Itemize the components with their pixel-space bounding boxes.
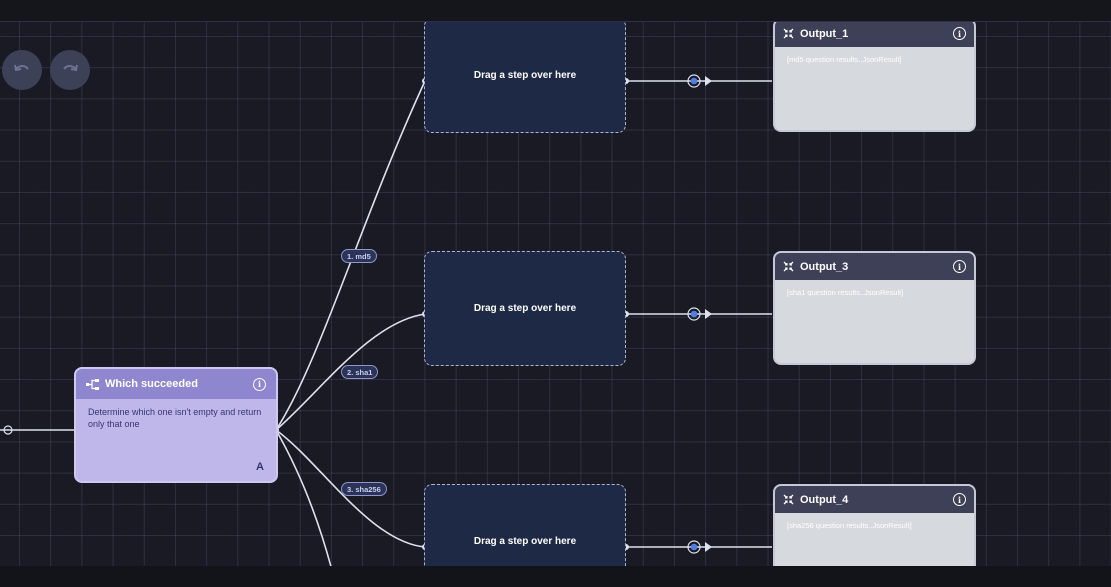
incoming-port-dot xyxy=(3,425,13,435)
output-node-title: Output_1 xyxy=(800,27,849,40)
output-node-value: [md5 question results..JsonResult] xyxy=(787,55,902,64)
branch-icon xyxy=(86,378,99,390)
output-node-header: Output_4 i xyxy=(775,486,974,513)
output-node-1[interactable]: Output_1 i [md5 question results..JsonRe… xyxy=(773,22,976,132)
workflow-canvas[interactable]: Which succeeded i Determine which one is… xyxy=(0,22,1111,566)
edge-label-sha1[interactable]: 2. sha1 xyxy=(341,365,379,379)
logic-node-header: Which succeeded i xyxy=(76,369,276,399)
output-edge-2 xyxy=(623,307,772,321)
output-edge-1 xyxy=(623,74,772,88)
edge-extra xyxy=(275,429,332,566)
edge-label-sha256[interactable]: 3. sha256 xyxy=(341,482,387,496)
output-node-title: Output_4 xyxy=(800,493,849,506)
redo-button[interactable] xyxy=(50,50,90,90)
collapse-arrows-icon xyxy=(783,28,794,39)
output-node-title: Output_3 xyxy=(800,260,849,273)
undo-icon xyxy=(14,64,29,72)
logic-node-description: Determine which one isn't empty and retu… xyxy=(88,407,262,429)
info-icon[interactable]: i xyxy=(953,27,966,40)
dropzone-3[interactable]: Drag a step over here xyxy=(424,484,626,566)
output-edge-3 xyxy=(623,540,772,554)
undo-button[interactable] xyxy=(2,50,42,90)
info-icon[interactable]: i xyxy=(953,260,966,273)
output-node-header: Output_3 i xyxy=(775,253,974,280)
output-node-value: [sha1 question results..JsonResult] xyxy=(787,288,904,297)
top-bar xyxy=(0,0,1111,22)
output-node-header: Output_1 i xyxy=(775,22,974,47)
edge-sha1 xyxy=(275,313,426,431)
edge-md5 xyxy=(275,80,426,431)
logic-node-title: Which succeeded xyxy=(105,378,198,390)
collapse-arrows-icon xyxy=(783,494,794,505)
dropzone-2[interactable]: Drag a step over here xyxy=(424,251,626,366)
dropzone-1[interactable]: Drag a step over here xyxy=(424,22,626,133)
bottom-bar xyxy=(0,566,1111,587)
edge-sha256 xyxy=(275,429,426,548)
logic-node-which-succeeded[interactable]: Which succeeded i Determine which one is… xyxy=(74,367,278,483)
info-icon[interactable]: i xyxy=(253,377,266,391)
connections-layer xyxy=(0,74,772,566)
output-node-3[interactable]: Output_3 i [sha1 question results..JsonR… xyxy=(773,251,976,365)
dropzone-label: Drag a step over here xyxy=(473,303,577,314)
redo-icon xyxy=(63,64,78,72)
dropzone-label: Drag a step over here xyxy=(473,536,577,547)
output-node-value: [sha256 question results..JsonResult] xyxy=(787,521,912,530)
edge-label-md5[interactable]: 1. md5 xyxy=(341,249,377,263)
dropzone-label: Drag a step over here xyxy=(473,70,577,81)
collapse-arrows-icon xyxy=(783,261,794,272)
info-icon[interactable]: i xyxy=(953,493,966,506)
logic-node-corner-label: A xyxy=(256,461,264,473)
output-node-4[interactable]: Output_4 i [sha256 question results..Jso… xyxy=(773,484,976,566)
